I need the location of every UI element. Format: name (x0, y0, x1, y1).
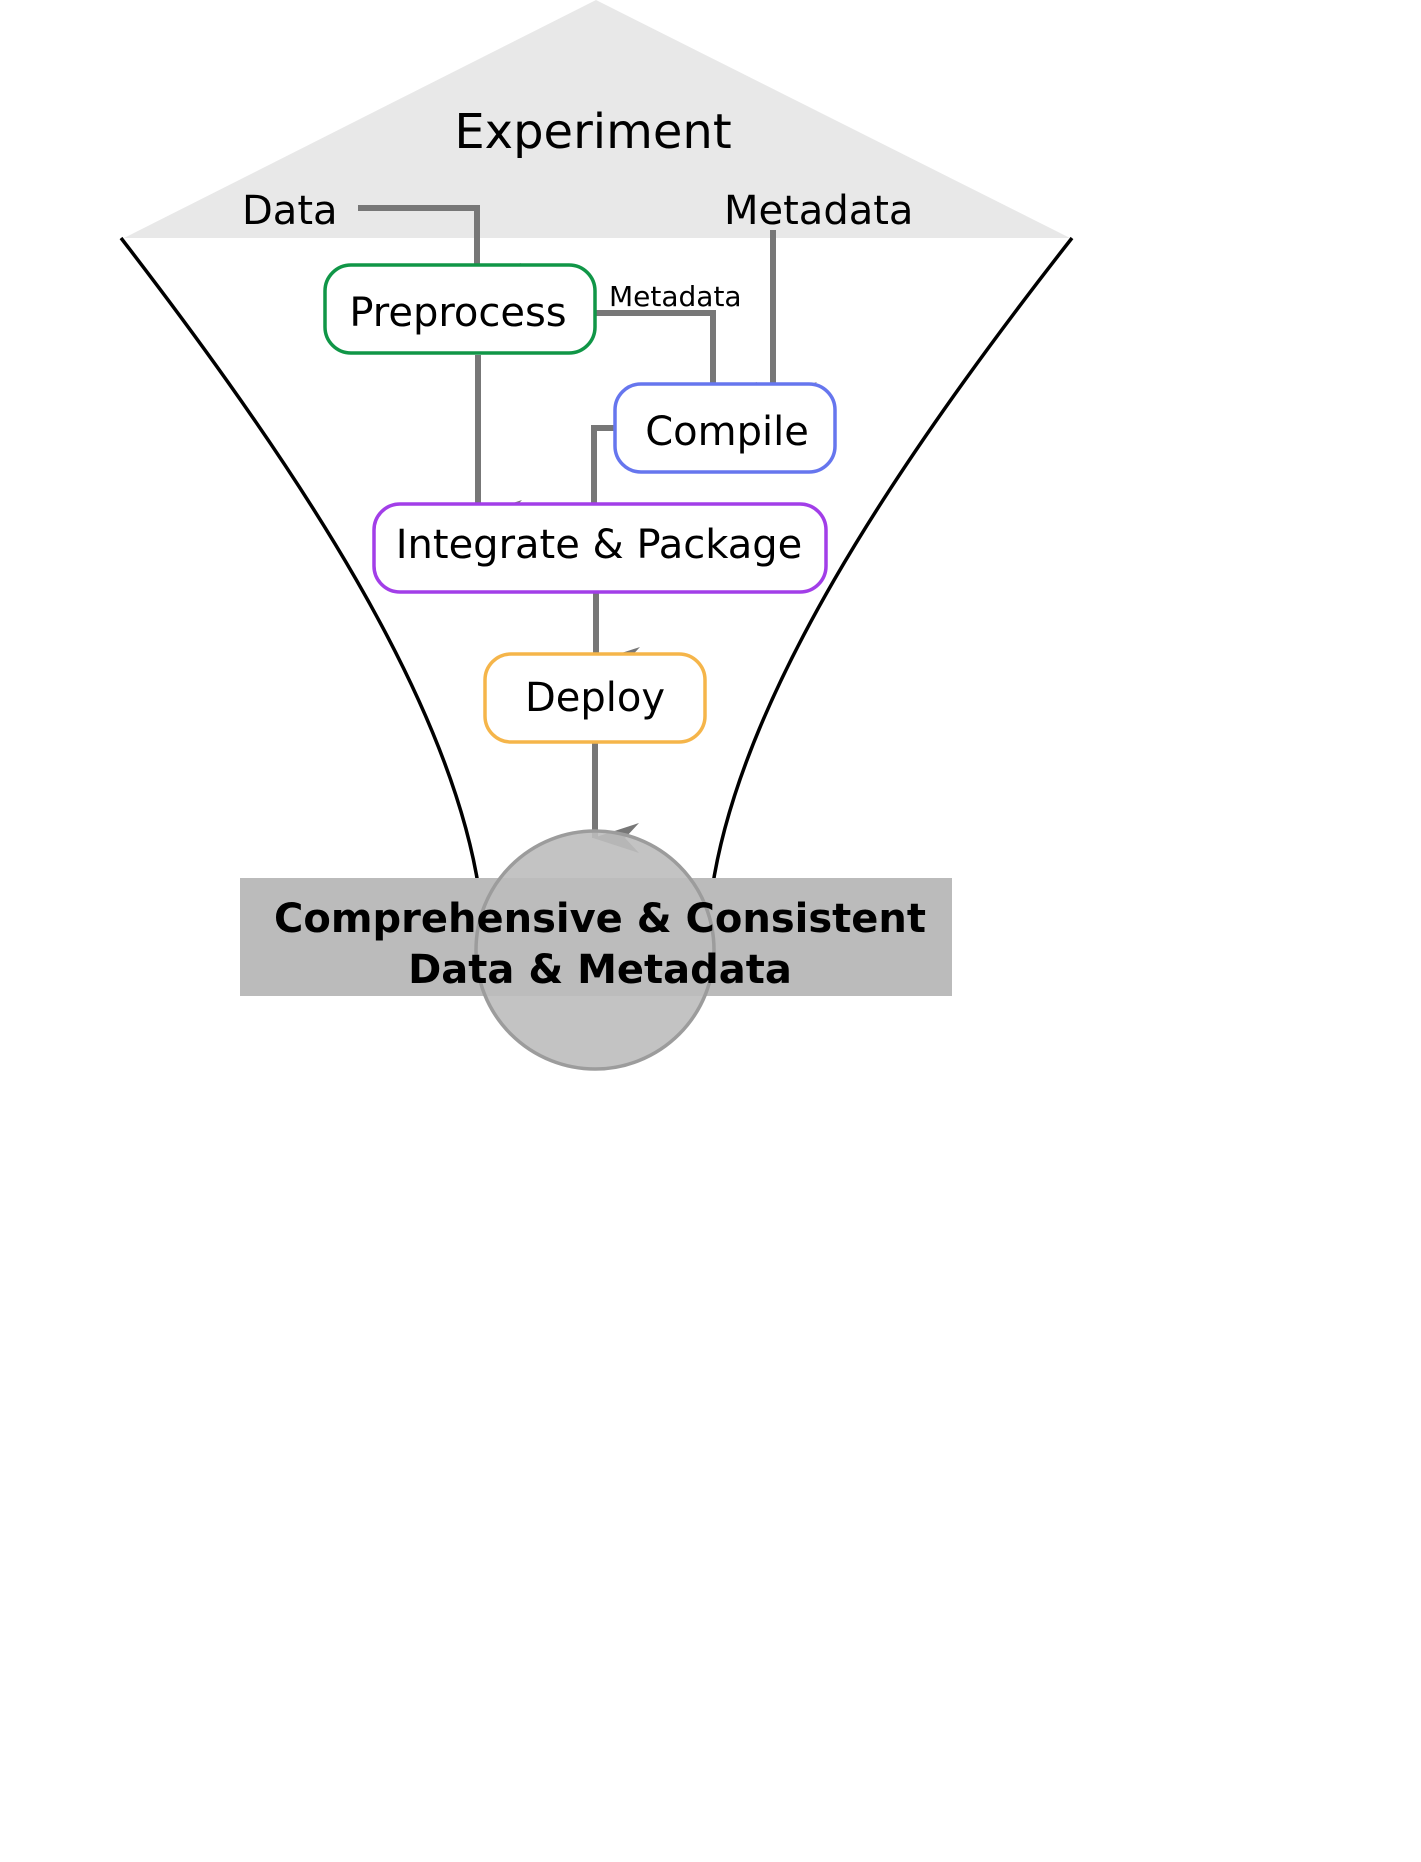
arrow-data-to-preprocess (358, 205, 521, 293)
experiment-title: Experiment (454, 104, 731, 160)
result-output: Comprehensive & Consistent Data & Metada… (240, 829, 952, 1071)
step-preprocess: Preprocess (323, 263, 597, 355)
experiment-header-shape (124, 0, 1070, 238)
metadata-source-label: Metadata (724, 188, 913, 234)
integrate-label: Integrate & Package (396, 522, 803, 568)
step-compile: Compile (613, 382, 837, 474)
funnel-right-curve (710, 236, 1074, 891)
result-circle (474, 829, 716, 1071)
deploy-label: Deploy (525, 675, 665, 721)
result-line2: Data & Metadata (408, 947, 792, 993)
preprocess-label: Preprocess (349, 290, 566, 336)
preprocess-to-compile-label: Metadata (609, 280, 742, 313)
compile-label: Compile (645, 409, 809, 455)
step-deploy: Deploy (483, 652, 707, 744)
arrow-compile-to-integrate (591, 425, 638, 533)
result-line1: Comprehensive & Consistent (274, 896, 926, 942)
funnel-left-curve (119, 236, 481, 891)
deploy-box (483, 652, 707, 744)
step-integrate: Integrate & Package (372, 502, 828, 594)
flow-arrows (358, 205, 817, 853)
arrow-preprocess-to-compile (596, 310, 757, 412)
data-source-label: Data (242, 188, 338, 234)
integrate-box (372, 502, 828, 594)
preprocess-box (323, 263, 597, 355)
compile-box (613, 382, 837, 474)
